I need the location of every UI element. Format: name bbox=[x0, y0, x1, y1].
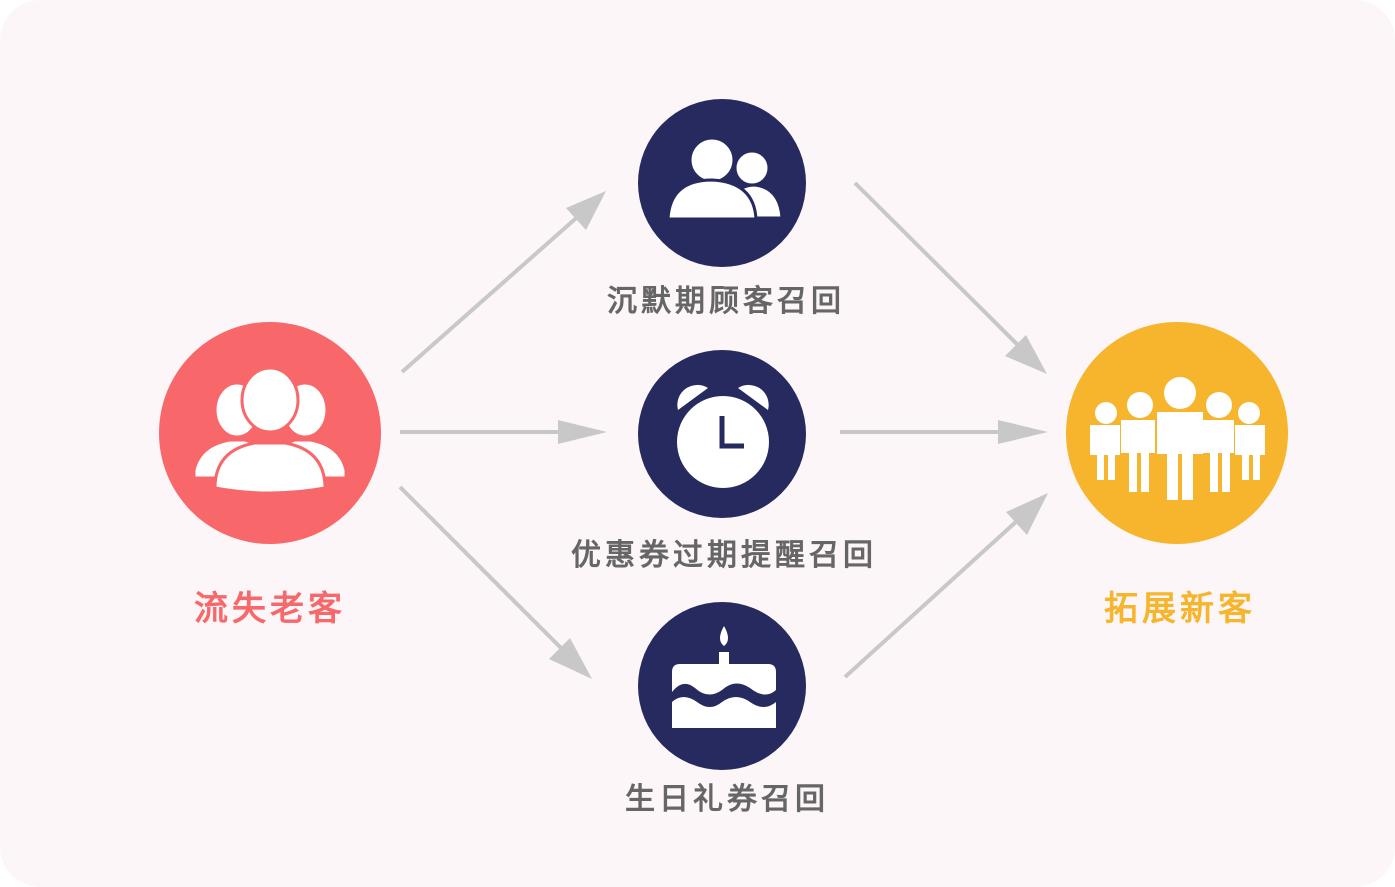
channel-label-birthday: 生日礼券召回 bbox=[625, 782, 829, 817]
birthday-cake-icon bbox=[672, 626, 776, 728]
users-icon bbox=[666, 136, 784, 221]
arrow-source-to-birthday bbox=[398, 485, 587, 674]
source-label: 流失老客 bbox=[194, 589, 346, 629]
arrow-silent-to-target bbox=[853, 181, 1042, 369]
arrow-birthday-to-target bbox=[843, 498, 1042, 679]
channel-label-coupon: 优惠券过期提醒召回 bbox=[571, 538, 877, 573]
users-group-icon bbox=[192, 366, 348, 495]
target-label: 拓展新客 bbox=[1104, 589, 1256, 629]
arrow-source-to-silent bbox=[400, 195, 602, 374]
arrowheads bbox=[549, 191, 1048, 679]
alarm-clock-icon bbox=[677, 384, 769, 488]
crowd-icon bbox=[1090, 377, 1265, 500]
channel-label-silent: 沉默期顾客召回 bbox=[607, 284, 845, 319]
